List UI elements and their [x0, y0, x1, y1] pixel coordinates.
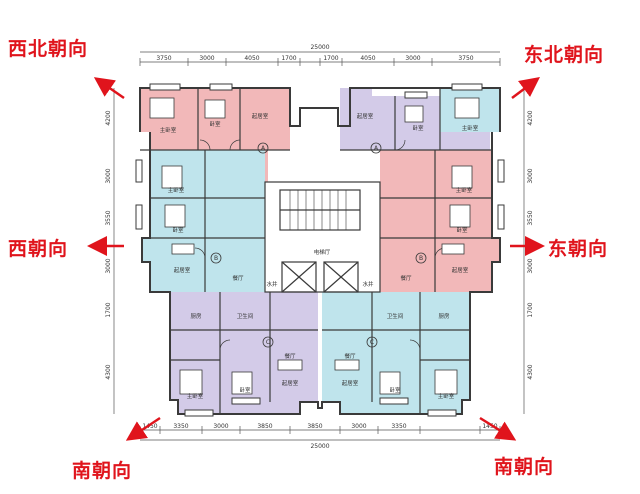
room-label: 卧室 — [456, 226, 468, 234]
south-left-label: 南朝向 — [72, 460, 133, 482]
furniture — [149, 97, 480, 395]
dim-top: 4050 — [244, 55, 259, 62]
dim-top: 1700 — [323, 55, 338, 62]
room-label: 水井 — [362, 280, 374, 288]
windows — [135, 83, 505, 417]
dim-right: 4300 — [527, 364, 534, 379]
room-label: 起居室 — [252, 112, 269, 120]
unit-c-west-marker — [262, 336, 274, 348]
dim-bottom: 3850 — [307, 423, 322, 430]
room-label: 餐厅 — [232, 274, 244, 282]
dim-top: 3000 — [405, 55, 420, 62]
dim-bottom: 3350 — [391, 423, 406, 430]
stair-treads — [289, 190, 347, 230]
room-label: 起居室 — [342, 379, 359, 387]
room-label: 主卧室 — [187, 392, 204, 400]
unit-a-east-label: A — [374, 145, 379, 152]
dim-bottom: 1450 — [142, 423, 157, 430]
west-label: 西朝向 — [8, 238, 69, 260]
dim-right: 3550 — [527, 210, 534, 225]
room-label: 卧室 — [389, 386, 401, 394]
dim-right: 1700 — [527, 302, 534, 317]
dim-right: 3000 — [527, 168, 534, 183]
unit-c-east-label: C — [370, 339, 374, 346]
east-label: 东朝向 — [548, 238, 609, 260]
south-right-arrow-icon — [479, 416, 517, 441]
room-label: 起居室 — [282, 379, 299, 387]
room-label: 主卧室 — [462, 124, 479, 132]
dim-bottom: 3000 — [351, 423, 366, 430]
south-right-label: 南朝向 — [494, 456, 555, 478]
room-label: 起居室 — [452, 266, 469, 274]
room-label: 卧室 — [209, 120, 221, 128]
dim-bottom: 3000 — [213, 423, 228, 430]
northwest-arrow-icon — [93, 77, 125, 100]
northeast-arrow-icon — [511, 77, 540, 99]
unit-c-east-marker — [366, 336, 378, 348]
unit-a-west-marker — [257, 142, 269, 154]
unit-a-east-marker — [370, 142, 382, 154]
dim-total-bottom: 25000 — [310, 443, 329, 450]
outer-walls — [139, 87, 501, 415]
room-label: 电梯厅 — [314, 248, 331, 256]
room-label: 卧室 — [412, 124, 424, 132]
room-label: 餐厅 — [284, 352, 296, 360]
room-label: 主卧室 — [168, 186, 185, 194]
unit-b-west-label: B — [214, 255, 218, 262]
unit-b-west-zone — [142, 150, 265, 292]
dim-left: 3000 — [105, 258, 112, 273]
unit-b-east-marker — [415, 252, 427, 264]
room-label: 主卧室 — [438, 392, 455, 400]
unit-c-west-label: C — [266, 339, 270, 346]
dim-right: 3000 — [527, 258, 534, 273]
unit-a-west-label: A — [261, 145, 266, 152]
unit-c-east-zone — [322, 292, 470, 414]
dimension-ticks — [139, 58, 501, 434]
south-left-arrow-icon — [125, 416, 161, 441]
room-label: 餐厅 — [400, 274, 412, 282]
dim-top: 1700 — [281, 55, 296, 62]
northwest-label: 西北朝向 — [8, 38, 89, 60]
dim-left: 4300 — [105, 364, 112, 379]
dim-left: 4200 — [105, 110, 112, 125]
dim-bottom: 3850 — [257, 423, 272, 430]
room-label: 水井 — [266, 280, 278, 288]
dim-left: 3000 — [105, 168, 112, 183]
dim-top: 4050 — [360, 55, 375, 62]
unit-b-east-zone — [380, 150, 500, 292]
room-label: 餐厅 — [344, 352, 356, 360]
core-zone — [265, 182, 380, 292]
room-label: 厨房 — [190, 312, 202, 320]
room-label: 起居室 — [357, 112, 374, 120]
dim-bottom: 1450 — [482, 423, 497, 430]
unit-b-east-label: B — [419, 255, 423, 262]
room-label: 主卧室 — [456, 186, 473, 194]
room-label: 卧室 — [172, 226, 184, 234]
northeast-label: 东北朝向 — [524, 44, 605, 66]
dim-bottom: 3350 — [173, 423, 188, 430]
room-label: 卫生间 — [387, 312, 404, 320]
unit-c-west-zone — [170, 292, 318, 414]
dim-top: 3000 — [199, 55, 214, 62]
room-label: 厨房 — [438, 312, 450, 320]
dim-left: 3550 — [105, 210, 112, 225]
dim-total-top: 25000 — [310, 44, 329, 51]
room-label: 卫生间 — [237, 312, 254, 320]
door-swings — [194, 139, 446, 351]
room-label: 主卧室 — [160, 126, 177, 134]
unit-b-west-marker — [210, 252, 222, 264]
room-label: 卧室 — [239, 386, 251, 394]
dim-top: 3750 — [458, 55, 473, 62]
room-label: 起居室 — [174, 266, 191, 274]
dim-top: 3750 — [156, 55, 171, 62]
dim-left: 1700 — [105, 302, 112, 317]
core-walls — [264, 181, 381, 293]
dim-right: 4200 — [527, 110, 534, 125]
